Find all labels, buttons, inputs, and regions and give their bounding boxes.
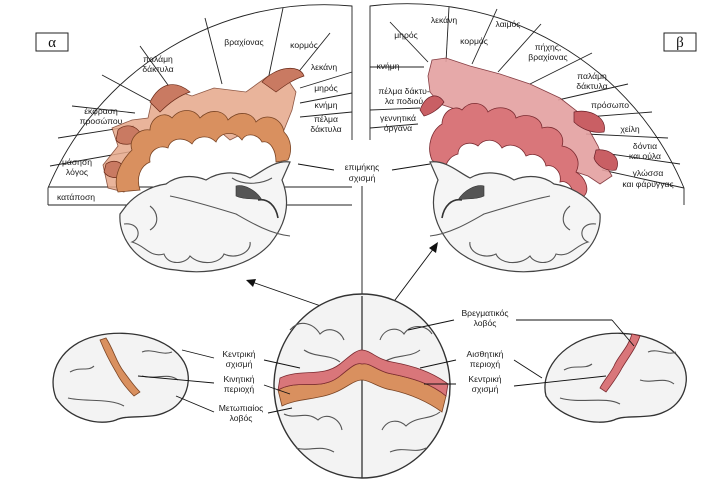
longitudinal-fissure-label-1: επιμήκης — [345, 162, 380, 172]
motor-label-thigh: μηρός — [314, 83, 338, 93]
sensory-label-trunk: κορμός — [460, 36, 488, 46]
motor-cortex-strip — [115, 110, 292, 193]
central-sulcus-left-label-2: σχισμή — [226, 359, 253, 369]
motor-label-swallow: κατάποση — [57, 192, 95, 202]
sensory-label-pelvis: λεκάνη — [431, 15, 458, 25]
sensory-label-teeth-2: και ούλα — [629, 151, 661, 161]
panel-letter-right: β — [676, 35, 684, 51]
motor-label-face-1: έκφραση — [84, 106, 118, 116]
sensory-label-sole-2: λα ποδιού — [385, 96, 424, 106]
sensory-label-genitals-2: όργανα — [384, 123, 412, 133]
left-coronal-section — [119, 161, 291, 273]
parietal-lobe-label-1: Βρεγματικός — [461, 308, 508, 318]
motor-label-palm-2: δάκτυλα — [142, 64, 173, 74]
frontal-lobe-label-1: Μετωπιαίος — [219, 403, 264, 413]
motor-area-label-2: περιοχή — [224, 384, 255, 394]
panel-letter-box-right — [663, 32, 697, 52]
sensory-label-lips: χείλη — [620, 124, 640, 134]
arrowhead — [429, 242, 438, 253]
motor-area-label-1: Κινητική — [223, 374, 254, 384]
brain-top-view — [273, 293, 451, 479]
central-sulcus-left-label-1: Κεντρική — [222, 349, 255, 359]
arrowhead — [246, 279, 256, 287]
sensory-fan-diagram — [369, 3, 685, 205]
sensory-label-forearm-1: πήχης, — [535, 42, 562, 52]
longitudinal-fissure-label-2: σχισμή — [349, 173, 376, 183]
motor-label-sole-1: πέλμα — [314, 114, 338, 124]
left-lateral-motor-strip — [99, 337, 141, 397]
right-lateral-sensory-strip — [599, 333, 641, 393]
sensory-area-label-2: περιοχή — [470, 359, 501, 369]
sensory-label-palm-2: δάκτυλα — [576, 81, 607, 91]
sensory-label-teeth-1: δόντια — [633, 141, 657, 151]
motor-label-arm: βραχίονας — [224, 37, 263, 47]
sensory-label-tongue-1: γλώσσα — [633, 168, 664, 178]
sensory-label-forearm-2: βραχίονας — [528, 52, 567, 62]
top-view-sensory-strip — [277, 349, 449, 397]
pointer-line — [297, 163, 335, 171]
sensory-cortex-strip — [429, 103, 588, 197]
central-sulcus-right-label-1: Κεντρική — [468, 374, 501, 384]
motor-label-sole-2: δάκτυλα — [310, 124, 341, 134]
sensory-label-tongue-2: και φάρυγγας — [622, 179, 673, 189]
bottom-pointer-lines — [137, 319, 635, 414]
motor-label-face-2: προσώπου — [80, 116, 123, 126]
sensory-label-thigh: μηρός — [394, 30, 418, 40]
sensory-label-face: πρόσωπο — [591, 100, 629, 110]
motor-label-chew-1: μάσηση — [62, 157, 92, 167]
bottom-labels: Κεντρική σχισμή Κινητική περιοχή Μετωπια… — [219, 308, 509, 423]
motor-label-pelvis: λεκάνη — [311, 62, 338, 72]
panel-letter-box-left — [35, 32, 69, 52]
left-lateral-brain — [52, 332, 189, 423]
sensory-label-genitals-1: γεννητικά — [380, 113, 416, 123]
panel-letter-left: α — [48, 35, 56, 51]
pointer-line — [391, 163, 431, 171]
sensory-label-neck: λαιμός — [496, 19, 521, 29]
right-coronal-section — [429, 161, 601, 273]
sensory-label-palm-1: παλάμη — [577, 71, 607, 81]
central-sulcus-right-label-2: σχισμή — [472, 384, 499, 394]
motor-label-trunk: κορμός — [290, 40, 318, 50]
frontal-lobe-label-2: λοβός — [230, 413, 253, 423]
sensory-label-shin: κνήμη — [376, 61, 399, 71]
motor-labels: παλάμη δάκτυλα βραχίονας κορμός λεκάνη μ… — [57, 37, 342, 202]
sensory-label-sole-1: πέλμα δάκτυ- — [378, 86, 430, 96]
sensory-labels: λεκάνη μηρός κορμός λαιμός πήχης, βραχίο… — [376, 15, 673, 189]
motor-label-chew-2: λόγος — [66, 167, 88, 177]
right-lateral-brain — [544, 332, 687, 423]
parietal-lobe-label-2: λοβός — [474, 318, 497, 328]
motor-label-shin: κνήμη — [314, 100, 337, 110]
sensory-area-label-1: Αισθητική — [467, 349, 504, 359]
motor-label-palm-1: παλάμη — [143, 54, 173, 64]
